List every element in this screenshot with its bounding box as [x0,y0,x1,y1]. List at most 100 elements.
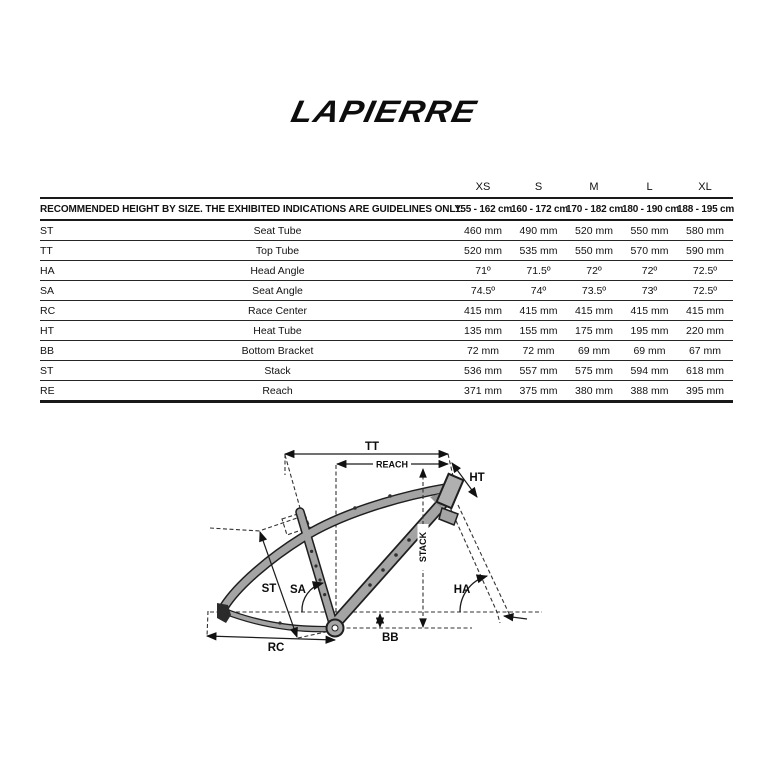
measure-value: 575 mm [566,360,622,381]
measure-value: 155 mm [511,320,566,341]
size-label: M [566,178,622,199]
st-dimension [259,531,298,638]
seat-top-connector [209,516,301,532]
height-range: 180 - 190 cm [622,198,679,221]
measure-value: 72.5º [677,260,733,281]
ha-angle-arc [459,574,489,613]
bottom-bracket-hole [331,624,339,632]
measure-name: Top Tube [100,240,455,261]
seat-axis-line [284,454,303,516]
reach-label-bg [373,459,411,469]
top-tube-seatstay [220,484,451,611]
measure-name: Reach [100,380,455,403]
table-row: RC Race Center 415 mm 415 mm 415 mm 415 … [40,300,733,321]
measure-name: Seat Angle [100,280,455,301]
measure-name: Race Center [100,300,455,321]
measure-value: 618 mm [677,360,733,381]
measure-value: 557 mm [511,360,566,381]
geometry-table: XS S M L XL RECOMMENDED HEIGHT BY SIZE. … [40,178,734,403]
measure-value: 73.5º [566,280,622,301]
table-row: HT Heat Tube 135 mm 155 mm 175 mm 195 mm… [40,320,733,341]
recommended-note: RECOMMENDED HEIGHT BY SIZE. THE EXHIBITE… [40,198,463,221]
empty-cell [40,178,100,199]
lapierre-logo: LAPIERRE [288,94,481,129]
measure-value: 590 mm [677,240,733,261]
measure-abbr: RC [40,300,100,321]
measure-value: 536 mm [455,360,511,381]
measure-name: Stack [100,360,455,381]
dimension-labels: TT REACH HT ST SA STACK HA RC BB [262,441,485,654]
measure-value: 580 mm [677,220,733,241]
measure-value: 460 mm [455,220,511,241]
bb-label: BB [382,632,399,644]
measure-value: 74º [511,280,566,301]
size-label: S [511,178,566,199]
tt-label: TT [365,441,379,453]
measure-value: 71.5º [511,260,566,281]
measure-value: 175 mm [566,320,622,341]
ha-label: HA [454,584,471,596]
measure-value: 415 mm [622,300,677,321]
tt-right-extension [447,453,454,477]
sa-angle-arc [301,581,325,613]
measure-value: 380 mm [566,380,622,403]
stack-label-bg [417,524,429,570]
size-header-row: XS S M L XL [40,178,733,199]
measure-value: 220 mm [677,320,733,341]
height-range: 170 - 182 cm [566,198,623,221]
fork-crown [438,507,459,526]
table-row: SA Seat Angle 74.5º 74º 73.5º 73º 72.5º [40,280,733,301]
measure-value: 195 mm [622,320,677,341]
measure-abbr: BB [40,340,100,361]
measure-value: 520 mm [566,220,622,241]
measure-value: 72º [566,260,622,281]
measure-value: 72 mm [511,340,566,361]
measure-value: 135 mm [455,320,511,341]
measure-value: 72.5º [677,280,733,301]
measure-value: 388 mm [622,380,677,403]
measure-name: Heat Tube [100,320,455,341]
measure-value: 550 mm [566,240,622,261]
height-range: 188 - 195 cm [677,198,734,221]
measure-abbr: RE [40,380,100,403]
height-range: 160 - 172 cm [511,198,568,221]
sa-label: SA [290,584,306,596]
table-row: ST Stack 536 mm 557 mm 575 mm 594 mm 618… [40,360,733,381]
table-row: ST Seat Tube 460 mm 490 mm 520 mm 550 mm… [40,220,733,241]
measure-value: 535 mm [511,240,566,261]
measure-name: Bottom Bracket [100,340,455,361]
measure-value: 490 mm [511,220,566,241]
measure-value: 550 mm [622,220,677,241]
measure-abbr: ST [40,220,100,241]
size-label: L [622,178,677,199]
head-tube [435,472,465,510]
geometry-table-body: ST Seat Tube 460 mm 490 mm 520 mm 550 mm… [40,220,733,403]
fork-axis-line [457,504,513,621]
reference-lines [206,453,542,639]
measure-value: 72 mm [455,340,511,361]
stack-label: STACK [418,531,428,562]
measure-value: 415 mm [455,300,511,321]
measure-value: 570 mm [622,240,677,261]
rc-left-tick [206,610,209,638]
ht-dimension [451,462,478,498]
measure-value: 594 mm [622,360,677,381]
reach-label: REACH [376,460,408,470]
measure-abbr: ST [40,360,100,381]
fork-offset-arrow [502,613,528,622]
st-label: ST [262,583,277,595]
head-axis-line [447,502,501,624]
size-label: XL [677,178,733,199]
measure-abbr: HA [40,260,100,281]
recommended-height-row: RECOMMENDED HEIGHT BY SIZE. THE EXHIBITE… [40,198,734,221]
table-row: RE Reach 371 mm 375 mm 380 mm 388 mm 395… [40,380,733,403]
measure-value: 395 mm [677,380,733,403]
measure-value: 371 mm [455,380,511,403]
measure-abbr: TT [40,240,100,261]
measure-abbr: SA [40,280,100,301]
measure-value: 415 mm [677,300,733,321]
measure-name: Head Angle [100,260,455,281]
rear-dropout [217,603,231,623]
measure-value: 415 mm [566,300,622,321]
